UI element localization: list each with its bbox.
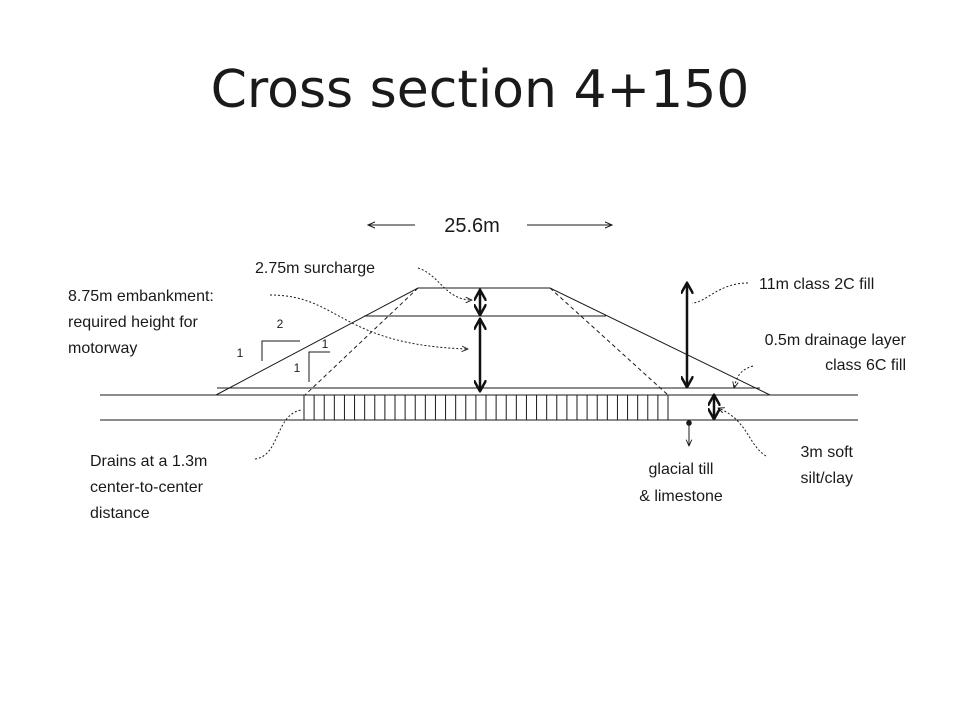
glacial-till-label: glacial till & limestone [639,461,723,505]
slope-inner-rise: 1 [294,361,301,375]
till-marker [686,420,692,446]
ground-layers [100,394,858,421]
leader-lines [254,267,767,460]
svg-text:glacial till: glacial till [649,461,714,478]
svg-text:distance: distance [90,505,150,522]
width-label: 25.6m [444,215,500,237]
svg-text:0.5m drainage layer: 0.5m drainage layer [765,332,907,349]
width-dimension: 25.6m [368,215,612,237]
embankment-label: 8.75m embankment: required height for mo… [68,288,214,357]
slope-indicator-inner: 1 1 [294,337,330,382]
dimension-arrows [480,284,714,418]
svg-text:class 6C fill: class 6C fill [825,357,906,374]
slope-indicator-outer: 2 1 [237,317,300,361]
fill-label: 11m class 2C fill [759,276,874,293]
svg-text:center-to-center: center-to-center [90,479,204,496]
svg-text:motorway: motorway [68,340,137,357]
soft-soil-label: 3m soft silt/clay [801,444,854,487]
svg-text:8.75m embankment:: 8.75m embankment: [68,288,214,305]
svg-text:required height for: required height for [68,314,199,331]
vertical-drains [303,394,669,421]
drainage-layer-label: 0.5m drainage layer class 6C fill [765,332,907,374]
slope-inner-run: 1 [322,337,329,351]
slope-outer-rise: 1 [237,346,244,360]
svg-text:3m soft: 3m soft [801,444,854,461]
page-title: Cross section 4+150 [210,60,750,120]
svg-text:silt/clay: silt/clay [801,470,853,487]
svg-text:Drains at a 1.3m: Drains at a 1.3m [90,453,207,470]
slope-outer-run: 2 [277,317,284,331]
svg-text:& limestone: & limestone [639,488,723,505]
embankment [215,287,771,396]
surcharge-label: 2.75m surcharge [255,260,375,277]
drains-label: Drains at a 1.3m center-to-center distan… [90,453,207,522]
